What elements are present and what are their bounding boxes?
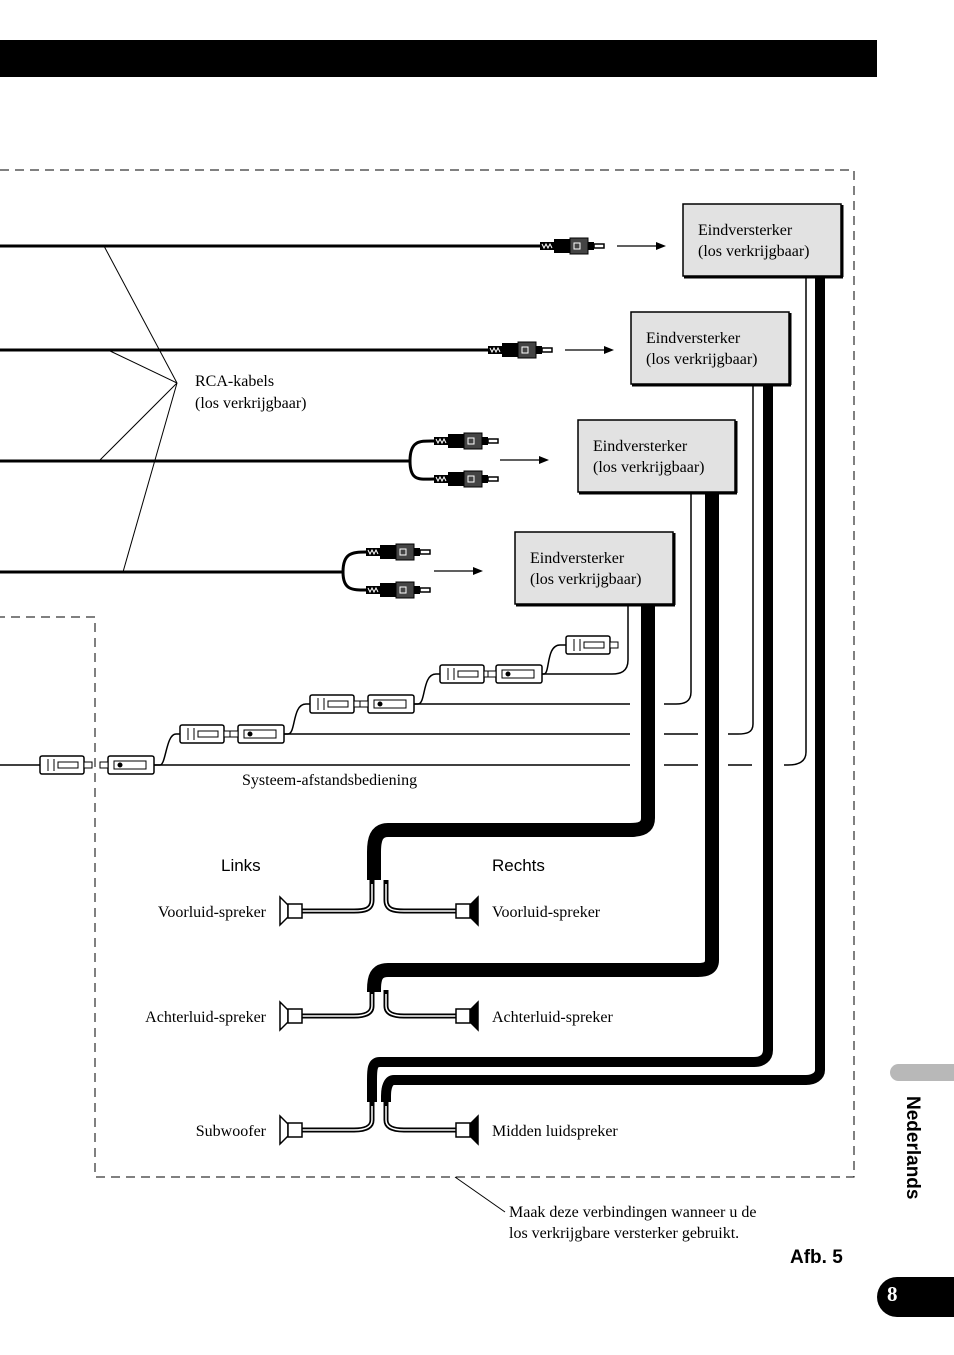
note-line-1: Maak deze verbindingen wanneer u de xyxy=(509,1204,756,1221)
amplifier-box-4: Eindversterker (los verkrijgbaar) xyxy=(514,531,676,607)
rca-cable-4 xyxy=(0,543,431,599)
note-line-2: los verkrijgbare versterker gebruikt. xyxy=(509,1225,739,1242)
speaker-rear-left-icon xyxy=(279,1001,303,1031)
language-tab-marker xyxy=(890,1064,954,1081)
speaker-rear-right-icon xyxy=(455,1001,479,1031)
language-tab: Nederlands xyxy=(899,1096,929,1226)
right-side-label: Rechts xyxy=(492,856,545,875)
amplifier-3-subtitle: (los verkrijgbaar) xyxy=(593,459,705,476)
speaker-branches xyxy=(302,880,456,1133)
rca-label-subtitle: (los verkrijgbaar) xyxy=(195,395,307,412)
speaker-label-rear-right: Achterluid-spreker xyxy=(492,1009,614,1026)
remote-control-wiring xyxy=(0,277,807,775)
figure-label: Afb. 5 xyxy=(790,1247,843,1268)
rca-leader-lines xyxy=(98,245,178,573)
speaker-label-midrange: Midden luidspreker xyxy=(492,1123,618,1140)
remote-label: Systeem-afstandsbediening xyxy=(242,772,417,789)
speaker-branch-highlights xyxy=(302,884,456,1131)
amplifier-1-subtitle: (los verkrijgbaar) xyxy=(698,243,810,260)
optional-connections-boundary xyxy=(0,169,855,1178)
header-bar xyxy=(0,40,877,77)
language-tab-label: Nederlands xyxy=(902,1096,923,1200)
amplifier-4-title: Eindversterker xyxy=(530,550,625,567)
arrow-to-amp-4 xyxy=(434,567,483,575)
midrange-speaker-icon xyxy=(455,1115,479,1145)
left-side-label: Links xyxy=(221,856,261,875)
subwoofer-icon xyxy=(279,1115,303,1145)
rca-cable-3 xyxy=(0,432,499,488)
rca-label-title: RCA-kabels xyxy=(195,373,274,390)
speaker-cables xyxy=(367,277,825,1102)
page-number-badge: 8 xyxy=(877,1277,954,1317)
amplifier-2-subtitle: (los verkrijgbaar) xyxy=(646,351,758,368)
speaker-front-right-icon xyxy=(455,896,479,926)
rca-cable-1 xyxy=(0,237,605,255)
rca-cable-2 xyxy=(0,341,553,359)
speaker-label-front-left: Voorluid-spreker xyxy=(158,904,267,921)
note-leader-line xyxy=(454,1176,506,1213)
amplifier-3-title: Eindversterker xyxy=(593,438,688,455)
speaker-label-rear-left: Achterluid-spreker xyxy=(145,1009,267,1026)
speaker-label-subwoofer: Subwoofer xyxy=(196,1123,267,1140)
amplifier-box-1: Eindversterker (los verkrijgbaar) xyxy=(682,203,844,279)
amplifier-4-subtitle: (los verkrijgbaar) xyxy=(530,571,642,588)
speaker-label-front-right: Voorluid-spreker xyxy=(492,904,601,921)
speaker-front-left-icon xyxy=(279,896,303,926)
page-number: 8 xyxy=(887,1282,898,1306)
arrow-to-amp-3 xyxy=(500,456,549,464)
amplifier-2-title: Eindversterker xyxy=(646,330,741,347)
amplifier-1-title: Eindversterker xyxy=(698,222,793,239)
amplifier-box-3: Eindversterker (los verkrijgbaar) xyxy=(577,419,738,495)
arrow-to-amp-2 xyxy=(565,346,614,354)
amplifier-box-2: Eindversterker (los verkrijgbaar) xyxy=(630,311,792,387)
arrow-to-amp-1 xyxy=(617,242,666,250)
